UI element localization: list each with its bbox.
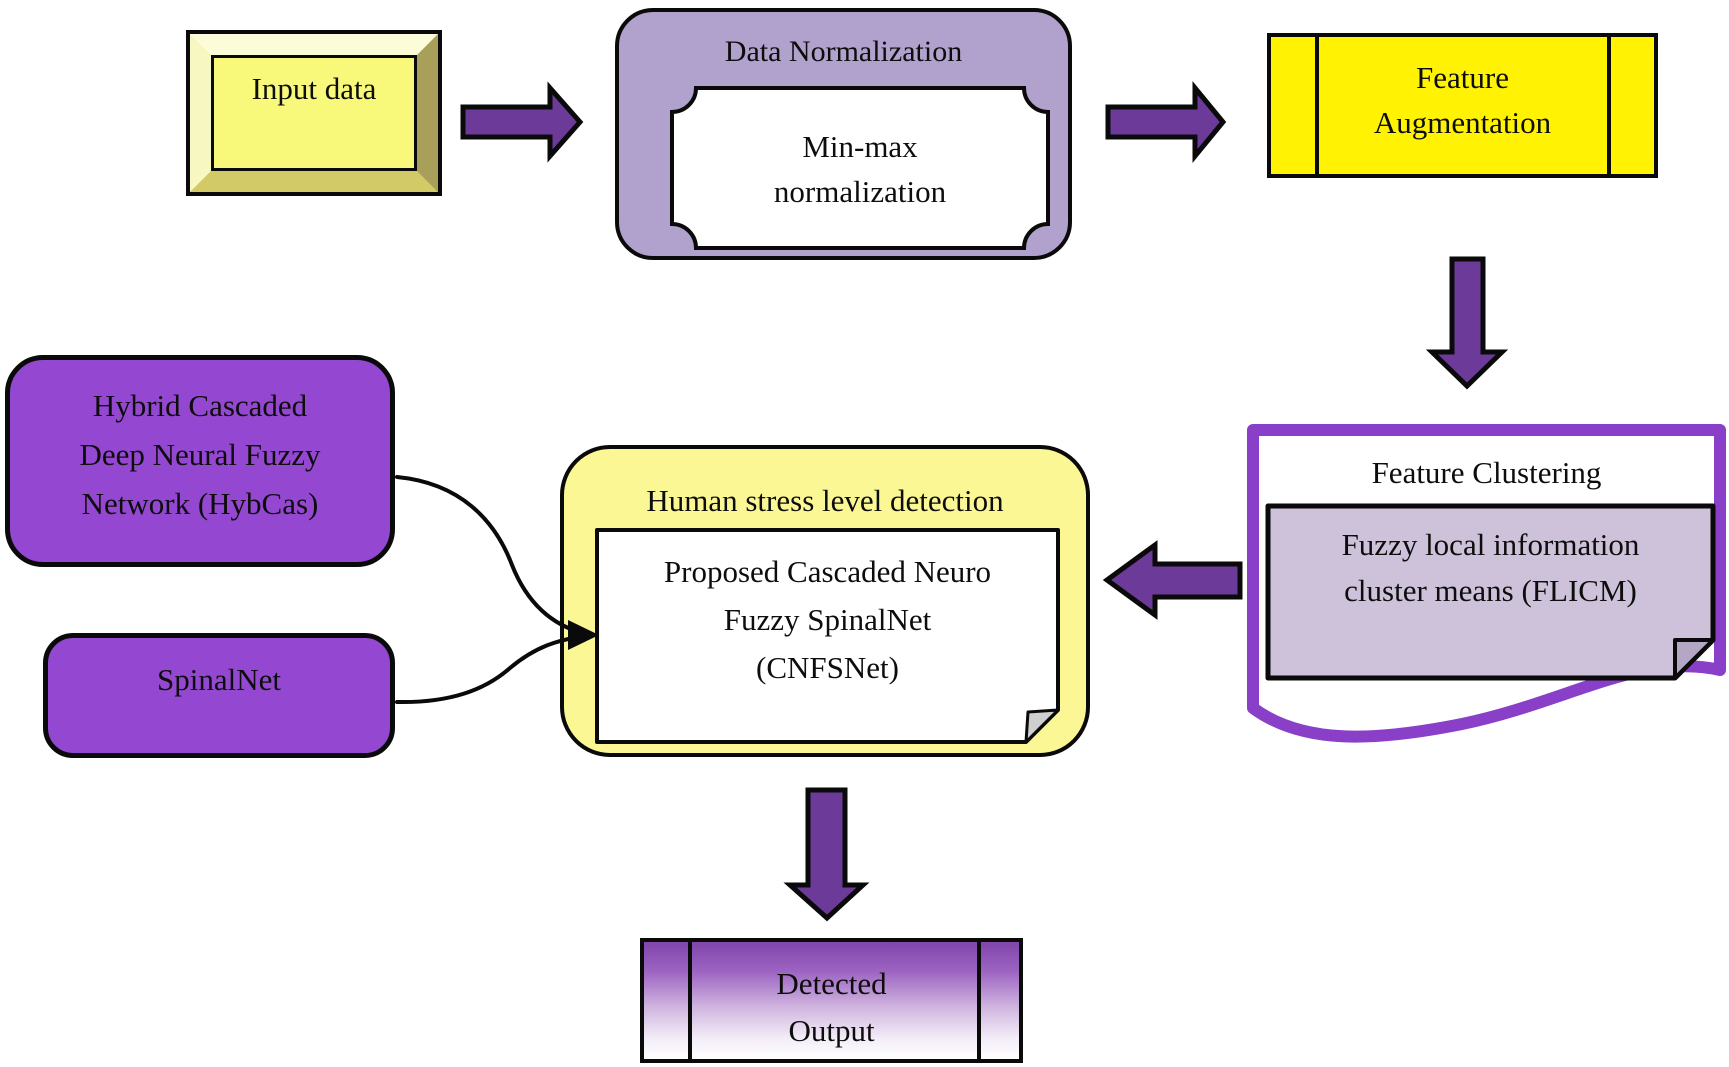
spinalnet-node	[43, 633, 395, 758]
min-max-label: Min-max normalization	[672, 124, 1048, 214]
flow-arrow-right-2-icon	[1105, 81, 1227, 163]
min-max-line-2: normalization	[773, 174, 947, 209]
flow-arrow-down-2-icon	[783, 787, 870, 922]
feature-augmentation-line-2: Augmentation	[1373, 105, 1552, 140]
detected-output-divider-right	[977, 942, 981, 1059]
detected-output-line-1: Detected	[776, 966, 887, 1001]
detected-output-label: Detected Output	[644, 960, 1019, 1054]
flicm-label: Fuzzy local information cluster means (F…	[1268, 522, 1713, 614]
feature-clustering-title: Feature Clustering	[1371, 455, 1602, 490]
cnfsnet-line-1: Proposed Cascaded Neuro	[663, 554, 992, 589]
data-normalization-title: Data Normalization	[724, 35, 963, 68]
flicm-line-1: Fuzzy local information	[1341, 527, 1640, 562]
cnfsnet-line-2: Fuzzy SpinalNet	[723, 602, 932, 637]
hybcas-node	[5, 355, 395, 567]
feature-augmentation-node	[1267, 33, 1658, 178]
flow-arrow-left-icon	[1102, 540, 1243, 620]
feature-augmentation-line-1: Feature	[1416, 60, 1509, 95]
flicm-note-fold-icon	[1673, 638, 1715, 680]
hybcas-line-2: Deep Neural Fuzzy	[79, 437, 321, 472]
detected-output-line-2: Output	[788, 1013, 875, 1048]
flow-arrow-right-1-icon	[460, 81, 584, 163]
hybcas-line-1: Hybrid Cascaded	[92, 388, 308, 423]
min-max-line-1: Min-max	[802, 129, 918, 164]
stress-detection-title: Human stress level detection	[646, 483, 1004, 518]
connector-spinalnet-curve	[395, 634, 587, 705]
input-data-node	[190, 34, 438, 192]
hybcas-line-3: Network (HybCas)	[81, 486, 319, 521]
feature-augmentation-label: Feature Augmentation	[1271, 55, 1654, 145]
spinalnet-label: SpinalNet	[157, 662, 281, 697]
feature-augmentation-divider-left	[1315, 37, 1319, 174]
cnfsnet-label: Proposed Cascaded Neuro Fuzzy SpinalNet …	[597, 548, 1058, 692]
connector-hybcas-curve	[395, 475, 585, 635]
detected-output-node	[640, 938, 1023, 1063]
hybcas-label: Hybrid Cascaded Deep Neural Fuzzy Networ…	[5, 381, 395, 528]
flicm-line-2: cluster means (FLICM)	[1344, 573, 1637, 608]
input-data-label: Input data	[251, 71, 377, 106]
input-data-node-fill	[211, 55, 417, 171]
detected-output-divider-left	[688, 942, 692, 1059]
flow-arrow-down-1-icon	[1425, 256, 1509, 390]
feature-augmentation-divider-right	[1607, 37, 1611, 174]
cnfsnet-line-3: (CNFSNet)	[756, 650, 899, 685]
